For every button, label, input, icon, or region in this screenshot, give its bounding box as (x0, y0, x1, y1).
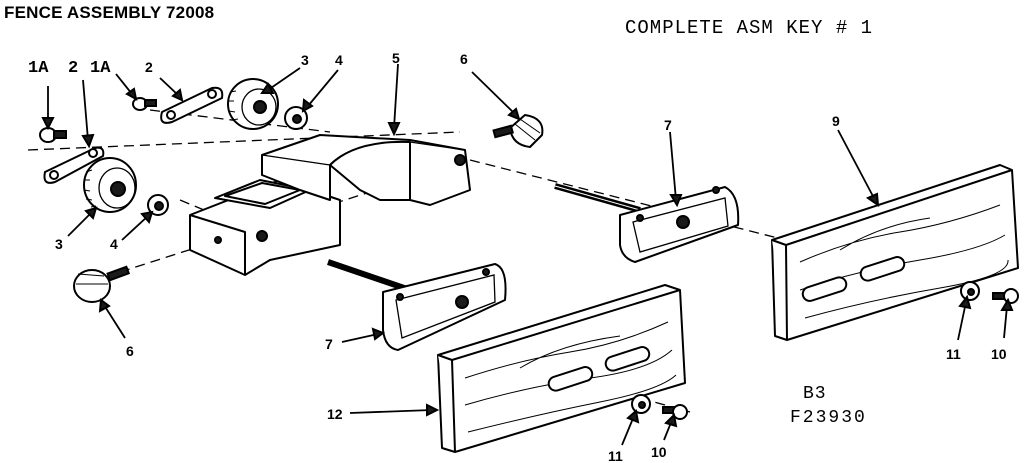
leader-lines (41, 63, 1014, 446)
diagram-title: FENCE ASSEMBLY 72008 (4, 3, 215, 22)
callout-7-right: 7 (664, 117, 672, 133)
part-3-wheel-left (83, 157, 137, 213)
callout-labels: 1A 2 1A 2 3 4 5 6 3 4 6 7 7 9 11 10 12 1… (28, 50, 1007, 463)
callout-12: 12 (327, 406, 343, 422)
callout-1a-left: 1A (28, 59, 49, 78)
part-10-screw-right (992, 288, 1019, 304)
part-6-knob-top (492, 114, 544, 148)
part-2-link-right (160, 86, 224, 124)
callout-4-left: 4 (110, 236, 118, 252)
part-9-wood-board (771, 164, 1019, 341)
callout-3-top: 3 (301, 52, 309, 68)
callout-10-right: 10 (991, 346, 1007, 362)
callout-2-right: 2 (145, 59, 153, 75)
part-5-fence-body (189, 134, 471, 276)
callout-11-bottom: 11 (608, 448, 623, 463)
callout-9: 9 (832, 113, 840, 129)
part-11-washer-bottom (631, 394, 651, 414)
diagram-code-f23930: F23930 (790, 408, 867, 428)
part-4-washer-left (147, 194, 169, 216)
part-12-wood-board (437, 284, 686, 453)
callout-4-top: 4 (335, 52, 343, 68)
part-1a-screw-right (132, 97, 157, 111)
complete-asm-key: COMPLETE ASM KEY # 1 (625, 17, 874, 39)
diagram-code-b3: B3 (803, 384, 827, 404)
callout-6-top: 6 (460, 51, 468, 67)
callout-1a-right: 1A (90, 59, 111, 78)
callout-3-left: 3 (55, 236, 63, 252)
part-6-knob-bottom (73, 265, 131, 303)
callout-10-bottom: 10 (651, 444, 667, 460)
callout-11-right: 11 (946, 346, 961, 362)
part-4-washer-top (284, 106, 308, 130)
part-1a-screw-left (39, 127, 67, 143)
part-2-link-left (43, 146, 105, 184)
callout-7-left: 7 (325, 336, 333, 352)
callout-6-bottom: 6 (126, 343, 134, 359)
part-10-screw-bottom (662, 404, 688, 420)
callout-5: 5 (392, 50, 400, 66)
part-11-washer-right (960, 281, 980, 301)
part-7-clamp-left (327, 259, 507, 351)
callout-2-left: 2 (68, 59, 78, 78)
part-7-clamp-right (554, 183, 740, 263)
